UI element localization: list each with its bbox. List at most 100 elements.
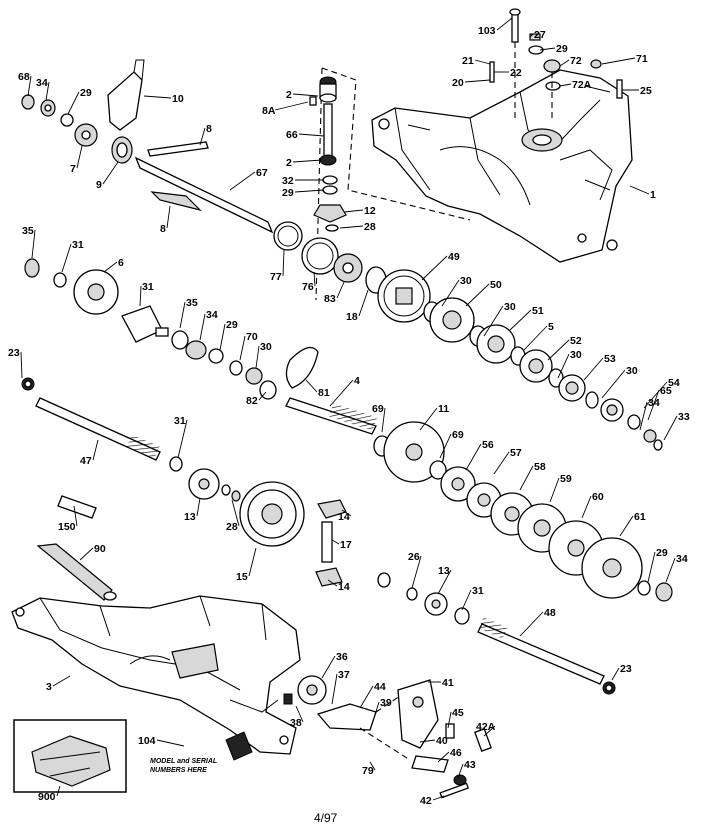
leader-8 (199, 127, 206, 146)
leader-83 (336, 281, 345, 299)
callout-81: 81 (318, 387, 330, 399)
leader-69 (439, 433, 452, 459)
callout-9: 9 (96, 179, 102, 191)
leader-42A (483, 725, 496, 737)
callout-20: 20 (452, 77, 464, 89)
shafts (35, 397, 616, 695)
leader-18 (358, 289, 369, 317)
leader-81 (305, 379, 318, 393)
leader-35 (179, 301, 186, 329)
leader-90 (79, 547, 94, 561)
leader-37 (331, 673, 338, 705)
leader-44 (359, 685, 374, 709)
callout-35: 35 (22, 225, 34, 237)
leader-43 (457, 763, 464, 779)
leader-82 (258, 391, 267, 401)
upper-left-parts (21, 59, 387, 294)
leader-23 (611, 667, 620, 681)
leader-21 (474, 59, 491, 65)
callout-32: 32 (282, 175, 294, 187)
callout-6: 6 (118, 257, 124, 269)
gear-stack-upper (377, 269, 663, 451)
callout-59: 59 (560, 473, 572, 485)
callout-29: 29 (226, 319, 238, 331)
leader-45 (447, 711, 452, 729)
callout-23: 23 (620, 663, 632, 675)
callout-5: 5 (548, 321, 554, 333)
inset-note-line2: NUMBERS HERE (150, 767, 207, 774)
leader-65 (647, 389, 660, 421)
leader-40 (419, 739, 436, 743)
callout-10: 10 (172, 93, 184, 105)
callout-41: 41 (442, 677, 454, 689)
callout-29: 29 (656, 547, 668, 559)
leader-lines (20, 17, 678, 801)
callout-30: 30 (460, 275, 472, 287)
callout-90: 90 (94, 543, 106, 555)
callout-48: 48 (544, 607, 556, 619)
leader-60 (581, 495, 592, 519)
differential-parts (57, 456, 470, 625)
inset-note-line1: MODEL and SERIAL (150, 758, 217, 765)
leader-72A (559, 83, 572, 87)
callout-27: 27 (534, 29, 546, 41)
leader-70 (239, 335, 246, 361)
leader-42 (432, 795, 445, 801)
leader-52 (547, 339, 570, 361)
leader-59 (549, 477, 560, 503)
callout-29: 29 (282, 187, 294, 199)
callout-79: 79 (362, 765, 374, 777)
callout-900: 900 (38, 791, 56, 803)
callout-31: 31 (174, 415, 186, 427)
callout-31: 31 (472, 585, 484, 597)
callout-69: 69 (452, 429, 464, 441)
callout-104: 104 (138, 735, 156, 747)
leader-900 (56, 785, 61, 797)
callout-22: 22 (510, 67, 522, 79)
callout-8A: 8A (262, 105, 276, 117)
callout-51: 51 (532, 305, 544, 317)
callout-67: 67 (256, 167, 268, 179)
leader-29 (67, 91, 80, 115)
callout-29: 29 (80, 87, 92, 99)
leader-14 (341, 509, 352, 517)
gear-stack-lower (373, 421, 673, 602)
callout-103: 103 (478, 25, 496, 37)
callout-77: 77 (270, 271, 282, 283)
leader-11 (419, 407, 438, 431)
callout-47: 47 (80, 455, 92, 467)
callout-8: 8 (206, 123, 212, 135)
leader-71 (601, 57, 636, 65)
callout-56: 56 (482, 439, 494, 451)
callout-57: 57 (510, 447, 522, 459)
callout-13: 13 (438, 565, 450, 577)
leader-33 (663, 415, 678, 441)
leader-6 (103, 261, 118, 273)
leader-48 (519, 611, 544, 637)
leader-26 (411, 555, 422, 589)
vertical-shaft-assembly (309, 76, 347, 232)
leader-27 (529, 33, 534, 38)
leader-7 (76, 145, 83, 169)
callout-34: 34 (676, 553, 688, 565)
callout-14: 14 (338, 581, 350, 593)
leader-66 (298, 133, 325, 137)
leader-30 (441, 279, 460, 307)
callout-46: 46 (450, 747, 462, 759)
leader-30 (255, 345, 260, 369)
callout-36: 36 (336, 651, 348, 663)
callout-17: 17 (340, 539, 352, 551)
callout-54: 54 (668, 377, 680, 389)
callout-12: 12 (364, 205, 376, 217)
callout-30: 30 (504, 301, 516, 313)
leader-29 (219, 323, 226, 351)
callout-76: 76 (302, 281, 314, 293)
callout-66: 66 (286, 129, 298, 141)
callout-49: 49 (448, 251, 460, 263)
footer-date: 4/97 (314, 811, 338, 825)
leader-30 (601, 369, 626, 399)
leader-10 (143, 95, 172, 99)
leader-56 (465, 443, 482, 471)
callout-71: 71 (636, 53, 648, 65)
